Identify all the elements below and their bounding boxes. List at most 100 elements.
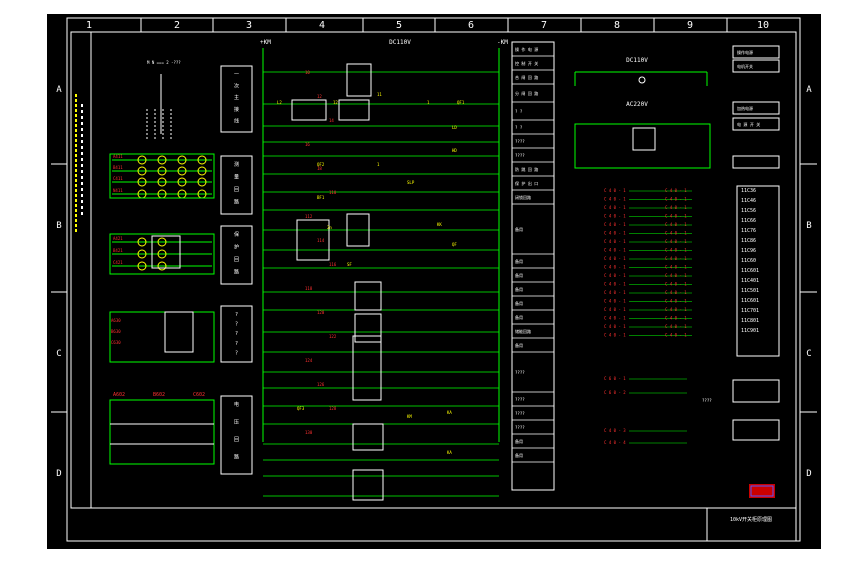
row-label: D (806, 469, 811, 479)
ct-symbol (137, 261, 147, 271)
strip-text-mark (81, 152, 83, 155)
side-label-char: 量 (234, 174, 239, 181)
table-cell: 备用 (515, 258, 523, 264)
side-label-box (220, 155, 253, 215)
ct-symbol (137, 166, 147, 176)
contact-label: QF3 (297, 406, 305, 411)
wire-number: 11C701 (741, 308, 759, 314)
wire-number: 11C76 (741, 228, 756, 234)
relay-block (352, 423, 384, 451)
table-cell: 防 跳 回 路 (515, 166, 538, 172)
dc-lamp (638, 76, 646, 84)
terminal-left: C 4 0 - 1 (604, 214, 626, 219)
terminal-label: A630 (111, 318, 121, 323)
contact-label: BF1 (317, 195, 325, 200)
far-right-label: 电 源 开 关 (737, 121, 760, 127)
terminal-label: B630 (111, 329, 121, 334)
row-label: A (56, 85, 62, 95)
column-label: 8 (614, 20, 620, 31)
terminal-label: C421 (113, 260, 123, 265)
small-caption: ???? (702, 398, 712, 403)
table-cell: ???? (515, 397, 525, 402)
terminal-number: 114 (317, 238, 325, 243)
wire-number: 11C66 (741, 218, 756, 224)
strip-text-mark (75, 144, 77, 147)
contact-label: 1 (377, 162, 380, 167)
contact-label: QF1 (457, 100, 465, 105)
side-label-char: 路 (234, 199, 239, 206)
circuit-content: M N === 2 -???A411B411C411N411A421B421C4… (75, 39, 797, 542)
contact-label: QF2 (317, 162, 325, 167)
strip-text-mark (75, 139, 77, 142)
terminal-number: 112 (305, 214, 313, 219)
table-cell: 储能回路 (515, 328, 531, 334)
ct-symbol (157, 261, 167, 271)
side-label-char: 主 (234, 94, 239, 101)
ct-box (109, 153, 215, 199)
column-label: 1 (86, 20, 92, 31)
strip-text-mark (75, 124, 77, 127)
strip-text-mark (81, 122, 83, 125)
strip-text-mark (75, 184, 77, 187)
wire-number: 11C601 (741, 298, 759, 304)
contact-label: KA (447, 410, 452, 415)
side-label-char: ? (235, 350, 238, 356)
far-right-box (732, 59, 780, 73)
far-right-box (732, 117, 780, 131)
ac-box (574, 123, 711, 169)
side-label-char: 接 (234, 106, 239, 113)
row-label: B (806, 221, 811, 231)
terminal-right: C 4 0 - 1 (665, 290, 687, 295)
far-right-box (732, 155, 780, 169)
relay-block (354, 313, 382, 343)
wire-number: 11C801 (741, 318, 759, 324)
side-label-char: 一 (234, 72, 239, 78)
side-label-char: 回 (234, 187, 239, 193)
logo-mark (749, 484, 775, 498)
function-table (511, 41, 555, 491)
strip-text-mark (81, 134, 83, 137)
terminal-label: C602 (193, 392, 205, 398)
table-cell: 保 护 出 口 (515, 180, 538, 186)
ct-symbol (137, 155, 147, 165)
strip-text-mark (75, 194, 77, 197)
terminal-right: C 4 0 - 1 (665, 248, 687, 253)
outer-frame (66, 17, 801, 542)
strip-text-mark (81, 104, 83, 107)
terminal-right: C 4 0 - 1 (665, 273, 687, 278)
strip-text-mark (75, 204, 77, 207)
contact-label: KA (447, 450, 452, 455)
side-label-box (220, 65, 253, 133)
far-right-label: 操作电源 (737, 49, 753, 55)
strip-text-mark (75, 159, 77, 162)
table-cell: 备用 (515, 272, 523, 278)
strip-text-mark (81, 176, 83, 179)
wire-number: 11C901 (741, 328, 759, 334)
terminal-right: C 4 0 - 1 (665, 324, 687, 329)
side-label-char: 保 (234, 231, 239, 238)
strip-text-mark (75, 219, 77, 222)
ct-symbol (137, 237, 147, 247)
far-right-label: 电机开关 (737, 63, 753, 69)
terminal-number: 110 (329, 190, 337, 195)
table-cell: ? ? (515, 109, 523, 114)
strip-text-mark (75, 224, 77, 227)
ct-symbol (177, 155, 187, 165)
terminal-left: C 4 0 - 1 (604, 290, 626, 295)
table-cell: ???? (515, 411, 525, 416)
contact-label: 1 (427, 100, 430, 105)
side-label-box (220, 395, 253, 475)
terminal-label: C411 (113, 176, 123, 181)
far-right-box (732, 101, 780, 115)
wire-number: 11C56 (741, 208, 756, 214)
contact-label: SLP (407, 180, 415, 185)
wire-number: 11C86 (741, 238, 756, 244)
strip-text-mark (81, 158, 83, 161)
strip-text-mark (75, 114, 77, 117)
strip-text-mark (75, 164, 77, 167)
side-label-char: 路 (234, 454, 239, 461)
strip-text-mark (81, 140, 83, 143)
